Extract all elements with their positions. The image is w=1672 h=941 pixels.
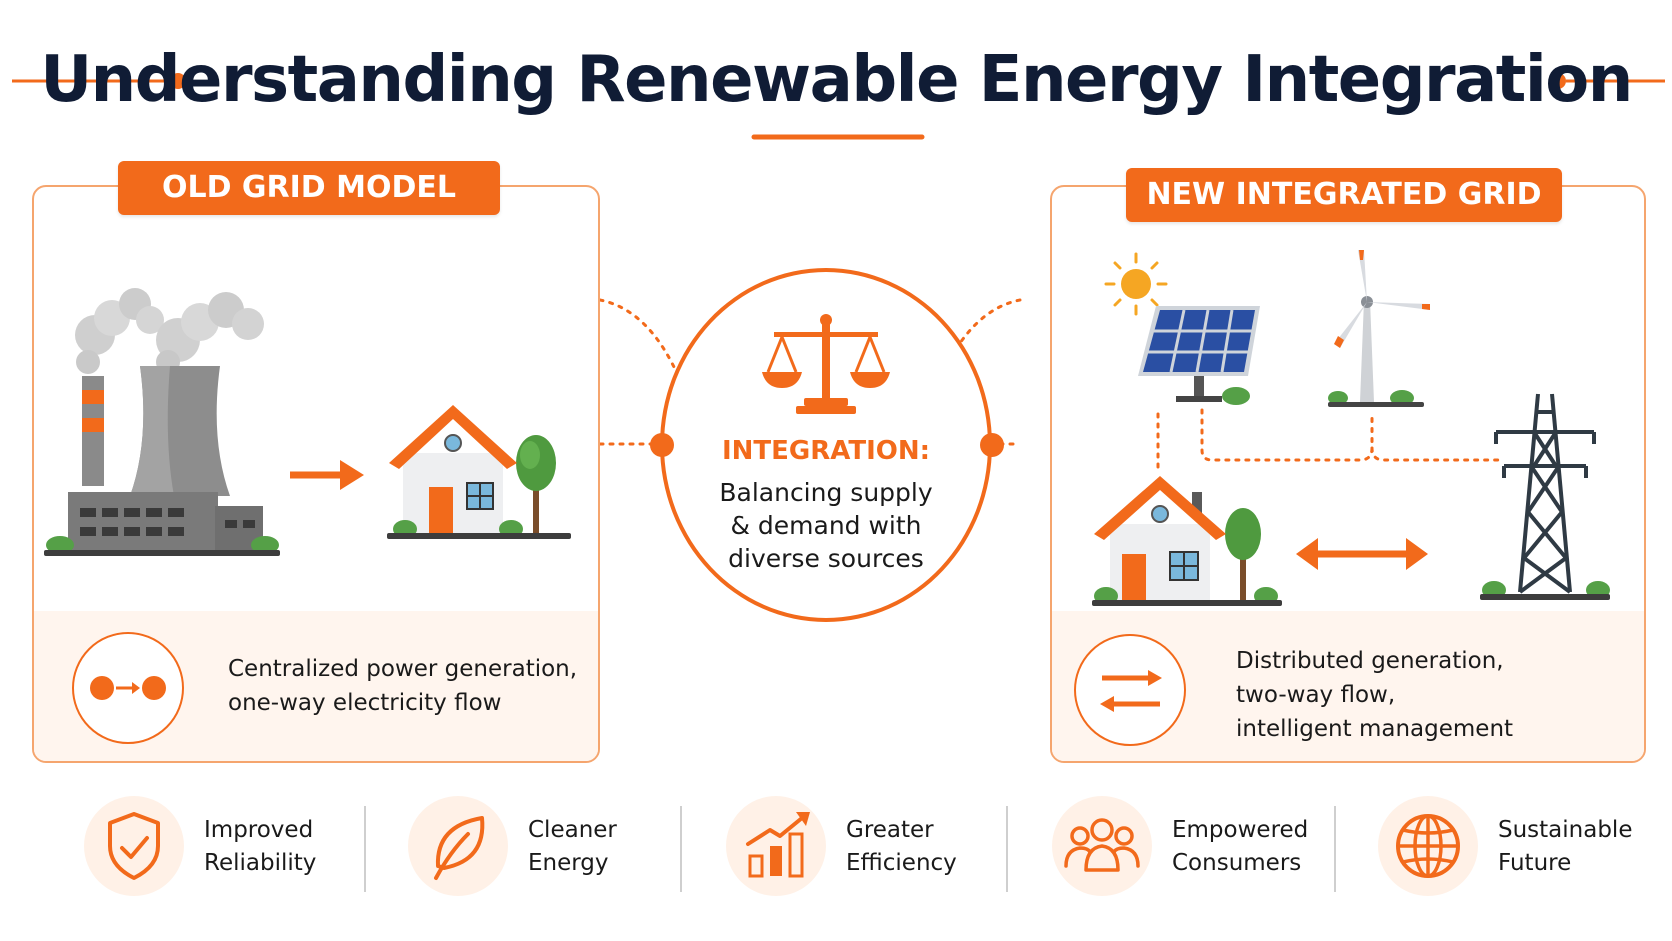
benefit-future-line2: Future: [1498, 850, 1572, 876]
connector-dots: [650, 433, 1004, 457]
benefit-energy-line1: Cleaner: [528, 817, 617, 843]
shield-check-icon: [108, 812, 160, 880]
transmission-tower-icon: [1480, 393, 1610, 600]
two-way-flow-icon: [1100, 670, 1162, 712]
page-title: Understanding Renewable Energy Integrati…: [40, 43, 1633, 117]
benefit-consumers: Empowered Consumers: [1172, 814, 1308, 880]
new-grid-label: NEW INTEGRATED GRID: [1126, 168, 1562, 222]
people-group-icon: [1064, 818, 1140, 872]
integration-title: INTEGRATION:: [721, 436, 931, 466]
balance-scale-icon: [762, 314, 890, 414]
house-icon: [387, 405, 571, 539]
new-grid-connectors: [1156, 408, 1502, 474]
house-icon-new: [1092, 476, 1282, 606]
benefit-separator: [1006, 806, 1008, 892]
old-grid-desc-line1: Centralized power generation,: [228, 656, 578, 682]
integration-line2: & demand with: [730, 511, 922, 540]
benefit-reliability: Improved Reliability: [204, 814, 316, 880]
old-grid-desc-line2: one-way electricity flow: [228, 690, 502, 716]
old-grid-description: Centralized power generation, one-way el…: [228, 652, 588, 720]
benefit-consumers-line1: Empowered: [1172, 817, 1309, 843]
benefit-efficiency-line2: Efficiency: [846, 850, 957, 876]
benefit-separator: [1334, 806, 1336, 892]
new-grid-desc-line3: intelligent management: [1236, 716, 1514, 742]
benefit-efficiency-line1: Greater: [846, 817, 934, 843]
two-way-flow-circle: [1074, 634, 1186, 746]
new-grid-description: Distributed generation, two-way flow, in…: [1236, 644, 1616, 746]
globe-icon: [1396, 814, 1460, 878]
growth-chart-icon: [746, 812, 810, 878]
benefit-future: Sustainable Future: [1498, 814, 1632, 880]
benefit-reliability-line1: Improved: [204, 817, 314, 843]
benefit-separator: [680, 806, 682, 892]
old-grid-label: OLD GRID MODEL: [118, 161, 500, 215]
benefit-consumers-line2: Consumers: [1172, 850, 1302, 876]
integration-circle: [660, 268, 992, 622]
benefit-reliability-line2: Reliability: [204, 850, 317, 876]
benefit-energy-line2: Energy: [528, 850, 609, 876]
benefit-separator: [364, 806, 366, 892]
wind-turbine-icon: [1328, 250, 1430, 407]
integration-body: Balancing supply & demand with diverse s…: [680, 476, 972, 575]
new-grid-desc-line2: two-way flow,: [1236, 682, 1396, 708]
benefit-efficiency: Greater Efficiency: [846, 814, 957, 880]
leaf-icon: [434, 816, 485, 880]
title-decoration: [12, 73, 1665, 140]
new-grid-desc-line1: Distributed generation,: [1236, 648, 1504, 674]
integration-line1: Balancing supply: [719, 478, 933, 507]
one-way-flow-icon: [90, 676, 166, 700]
benefit-future-line1: Sustainable: [1498, 817, 1633, 843]
power-plant-icon: [44, 288, 280, 556]
arrow-right-icon: [290, 460, 364, 490]
benefit-energy: Cleaner Energy: [528, 814, 617, 880]
sun-icon: [1104, 252, 1168, 316]
integration-line3: diverse sources: [728, 544, 924, 573]
two-way-arrow-icon: [1296, 538, 1428, 570]
solar-panel-icon: [1138, 306, 1260, 405]
